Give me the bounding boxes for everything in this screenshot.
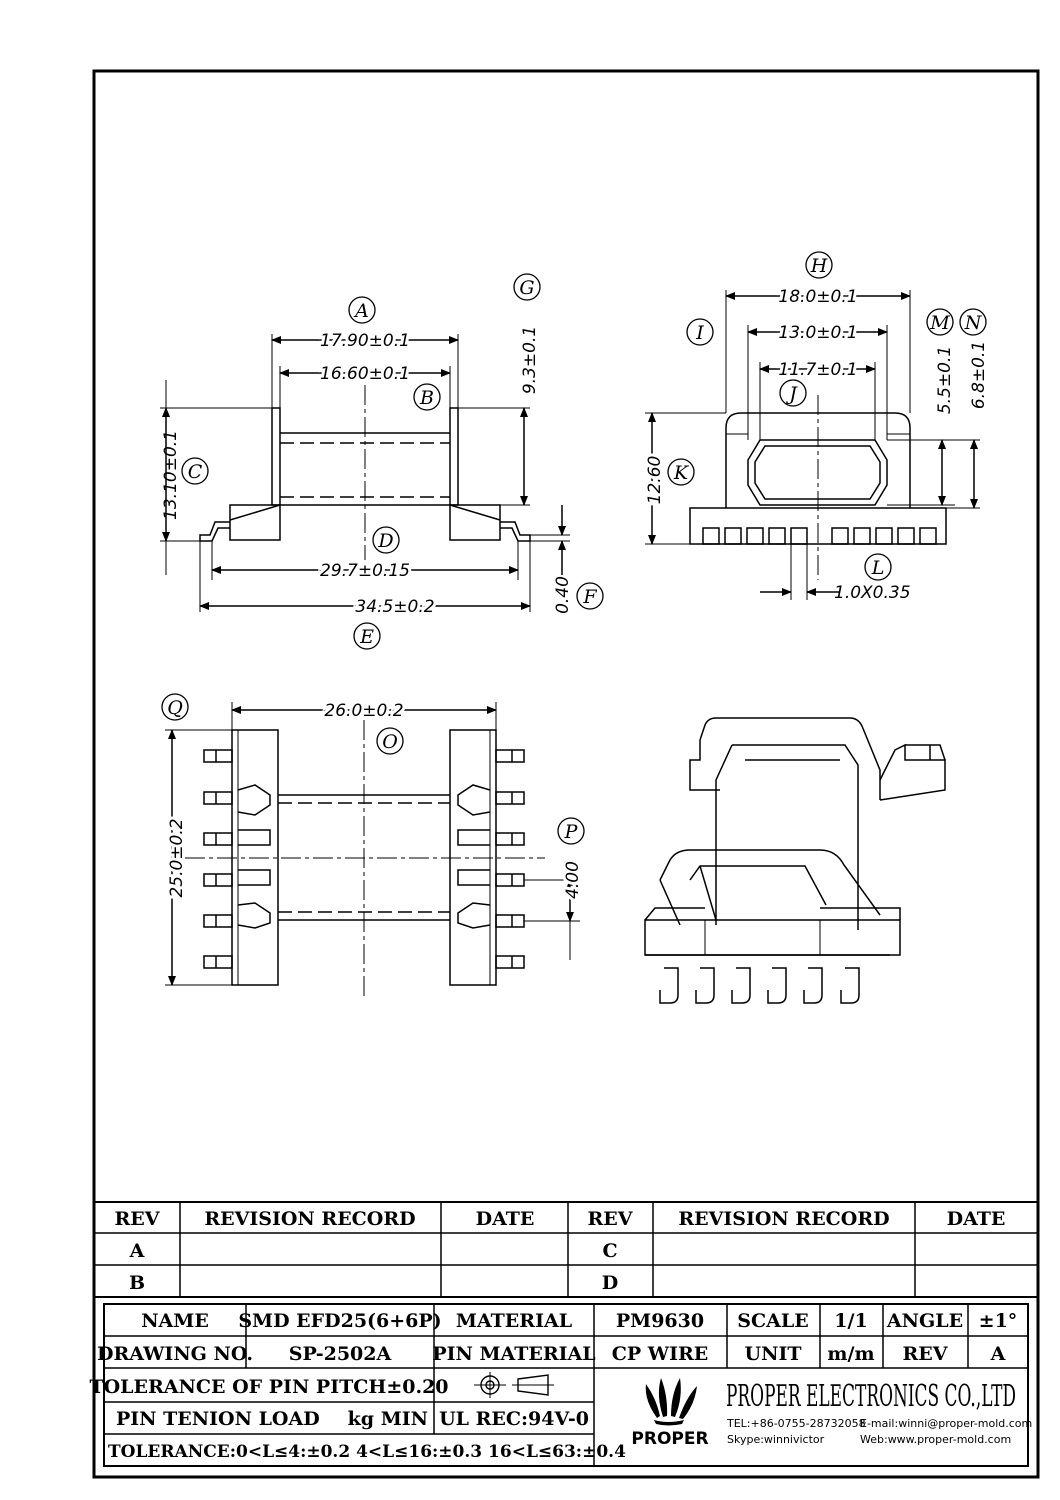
dim-k-text: 12.60 xyxy=(645,456,665,505)
letter-p: P xyxy=(564,821,579,843)
rev-header-1: REV xyxy=(114,1208,160,1230)
angle-label: ANGLE xyxy=(886,1310,963,1332)
letter-l: L xyxy=(871,557,885,579)
letter-i: I xyxy=(695,322,704,344)
dim-b-text: 16.60±0.1 xyxy=(320,364,410,384)
logo-text: PROPER xyxy=(631,1429,708,1449)
pin-material-value: CP WIRE xyxy=(612,1343,709,1365)
date-header-2: DATE xyxy=(947,1208,1006,1230)
company-tel: TEL:+86-0755-28732058 xyxy=(726,1417,866,1430)
top-view-text: 26.0±0.2 25.0±0.2 4.00 xyxy=(164,698,586,902)
rev-header-2: REV xyxy=(587,1208,633,1230)
scale-label: SCALE xyxy=(737,1310,808,1332)
title-block xyxy=(103,1303,1029,1467)
revision-record-header-2: REVISION RECORD xyxy=(678,1208,889,1230)
company-skype: Skype:winnivictor xyxy=(727,1433,825,1446)
tolerance-pin-pitch: TOLERANCE OF PIN PITCH±0.20 xyxy=(89,1376,448,1398)
front-view-text: 17.90±0.1 16.60±0.1 9.3±0.1 13.10±0.1 29… xyxy=(161,326,573,620)
drawing-no-value: SP-2502A xyxy=(289,1343,392,1365)
dim-d-text: 29.7±0.15 xyxy=(320,561,410,581)
company-web: Web:www.proper-mold.com xyxy=(860,1433,1011,1446)
dim-o-text: 26.0±0.2 xyxy=(324,701,403,721)
dim-p-text: 4.00 xyxy=(563,861,583,899)
pin-load-unit: kg MIN xyxy=(348,1408,428,1430)
company-name: PROPER ELECTRONICS CO.,LTD xyxy=(726,1379,1016,1414)
letter-e: E xyxy=(359,626,374,648)
dim-j-text: 11.7±0.1 xyxy=(778,360,857,380)
letter-k: K xyxy=(673,462,690,484)
letter-n: N xyxy=(964,312,983,334)
letter-h: H xyxy=(810,255,828,277)
unit-label: UNIT xyxy=(745,1343,802,1365)
isometric-view xyxy=(644,717,946,1004)
material-label: MATERIAL xyxy=(456,1310,572,1332)
rev-a: A xyxy=(129,1240,145,1262)
top-view xyxy=(165,702,580,1000)
dim-l-text: 1.0X0.35 xyxy=(834,583,911,603)
letter-d: D xyxy=(377,530,393,552)
revision-record-header-1: REVISION RECORD xyxy=(204,1208,415,1230)
letter-b: B xyxy=(419,387,434,409)
scale-value: 1/1 xyxy=(834,1310,867,1332)
letter-f: F xyxy=(582,586,597,608)
front-view xyxy=(160,334,570,612)
dim-h-text: 18.0±0.1 xyxy=(778,287,857,307)
callout-letter-text: A B C D E F G H I J K L M N O P Q xyxy=(167,255,982,843)
dim-q-text: 25.0±0.2 xyxy=(167,818,187,897)
dim-c-text: 13.10±0.1 xyxy=(161,430,181,520)
side-pins xyxy=(702,527,937,545)
date-header-1: DATE xyxy=(476,1208,535,1230)
letter-q: Q xyxy=(167,697,183,719)
top-pins-right xyxy=(495,749,525,969)
ul-rec: UL REC:94V-0 xyxy=(439,1408,589,1430)
dim-i-text: 13.0±0.1 xyxy=(778,323,857,343)
angle-value: ±1° xyxy=(979,1310,1018,1332)
dim-m-text: 5.5±0.1 xyxy=(935,346,955,414)
dim-n-text: 6.8±0.1 xyxy=(969,341,989,409)
dim-f-text: 0.40 xyxy=(553,576,573,614)
drawing-no-label: DRAWING NO. xyxy=(97,1343,253,1365)
side-view xyxy=(645,290,980,600)
pin-material-label: PIN MATERIAL xyxy=(432,1343,595,1365)
iso-pins xyxy=(659,967,860,1004)
unit-value: m/m xyxy=(827,1343,874,1365)
title-block-text: NAME SMD EFD25(6+6P) MATERIAL PM9630 SCA… xyxy=(89,1310,1017,1462)
material-value: PM9630 xyxy=(616,1310,704,1332)
letter-g: G xyxy=(519,277,534,299)
pin-load-label: PIN TENION LOAD xyxy=(116,1408,320,1430)
letter-a: A xyxy=(353,300,369,322)
projection-symbol-icon xyxy=(474,1372,554,1398)
letter-j: J xyxy=(785,383,798,405)
sheet-border xyxy=(92,69,1040,1479)
company-email: E-mail:winni@proper-mold.com xyxy=(860,1417,1032,1430)
rev-d: D xyxy=(602,1272,618,1294)
company-logo-icon: PROPER xyxy=(631,1378,709,1449)
name-label: NAME xyxy=(141,1310,209,1332)
top-pins-left xyxy=(203,749,233,969)
rev-c: C xyxy=(602,1240,617,1262)
dim-e-text: 34.5±0.2 xyxy=(355,597,434,617)
letter-c: C xyxy=(188,461,203,483)
rev-value: A xyxy=(990,1343,1006,1365)
tolerance-text: TOLERANCE:0<L≤4:±0.2 4<L≤16:±0.3 16<L≤63… xyxy=(108,1442,626,1462)
callout-letters xyxy=(161,251,987,845)
letter-o: O xyxy=(382,731,398,753)
company-info: PROPER ELECTRONICS CO.,LTD TEL:+86-0755-… xyxy=(726,1379,1032,1446)
rev-b: B xyxy=(129,1272,145,1294)
revision-table xyxy=(94,1201,1038,1298)
rev-label: REV xyxy=(902,1343,948,1365)
revision-table-text: REV REVISION RECORD DATE REV REVISION RE… xyxy=(114,1208,1005,1294)
dim-g-text: 9.3±0.1 xyxy=(520,326,540,394)
dim-a-text: 17.90±0.1 xyxy=(320,331,410,351)
name-value: SMD EFD25(6+6P) xyxy=(238,1310,441,1332)
letter-m: M xyxy=(929,312,950,334)
side-view-text: 18.0±0.1 13.0±0.1 11.7±0.1 5.5±0.1 6.8±0… xyxy=(642,284,989,603)
